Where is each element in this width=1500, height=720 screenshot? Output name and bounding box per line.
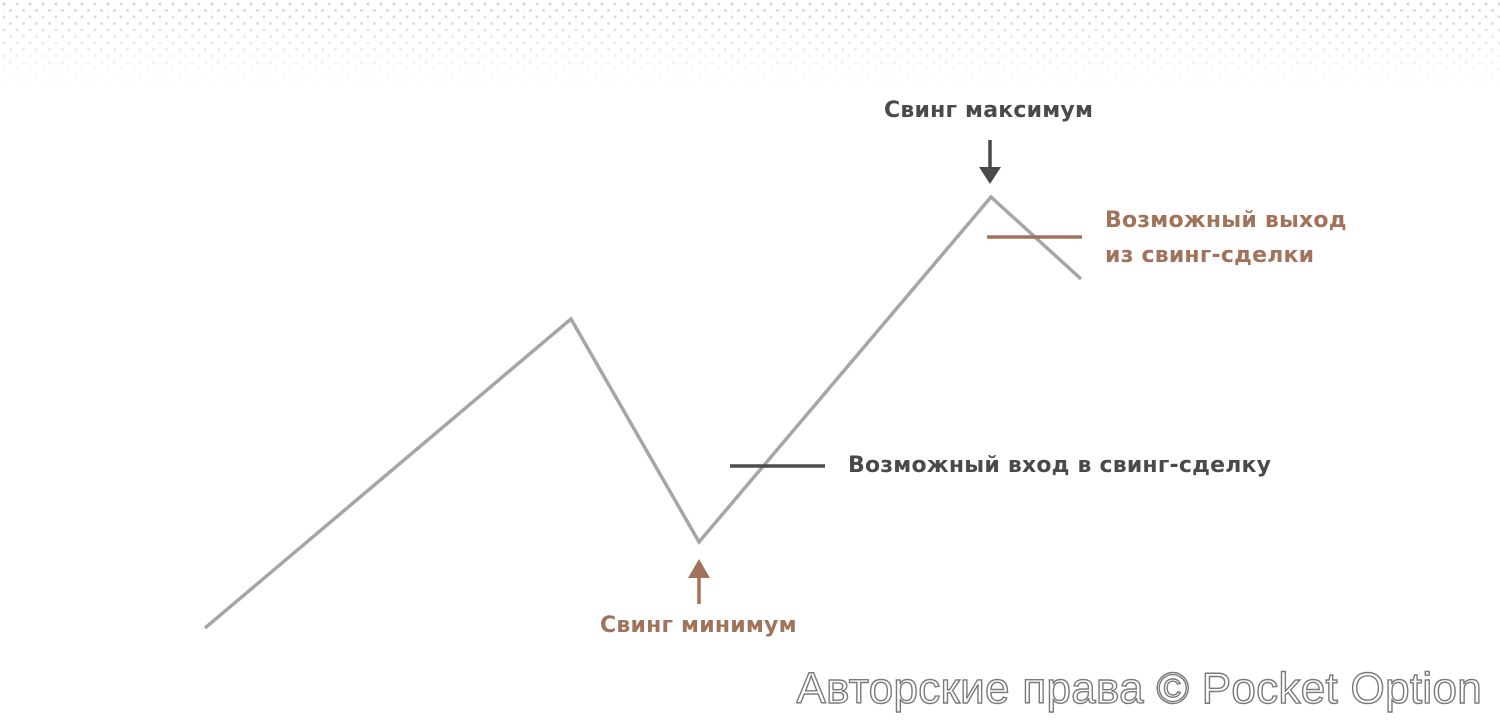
- exit-label-line1: Возможный выход: [1105, 208, 1347, 233]
- swing-high-label: Свинг максимум: [884, 98, 1094, 123]
- copyright-watermark: Авторские права © Pocket Option: [796, 663, 1483, 713]
- swing-low-label: Свинг минимум: [600, 613, 797, 638]
- exit-label-line2: из свинг-сделки: [1105, 243, 1315, 268]
- entry-label: Возможный вход в свинг-сделку: [848, 453, 1272, 478]
- up-arrow-icon: [688, 559, 710, 604]
- down-arrow-icon: [979, 140, 1001, 184]
- dot-pattern-background: [0, 0, 1500, 90]
- price-path-line: [203, 194, 1083, 630]
